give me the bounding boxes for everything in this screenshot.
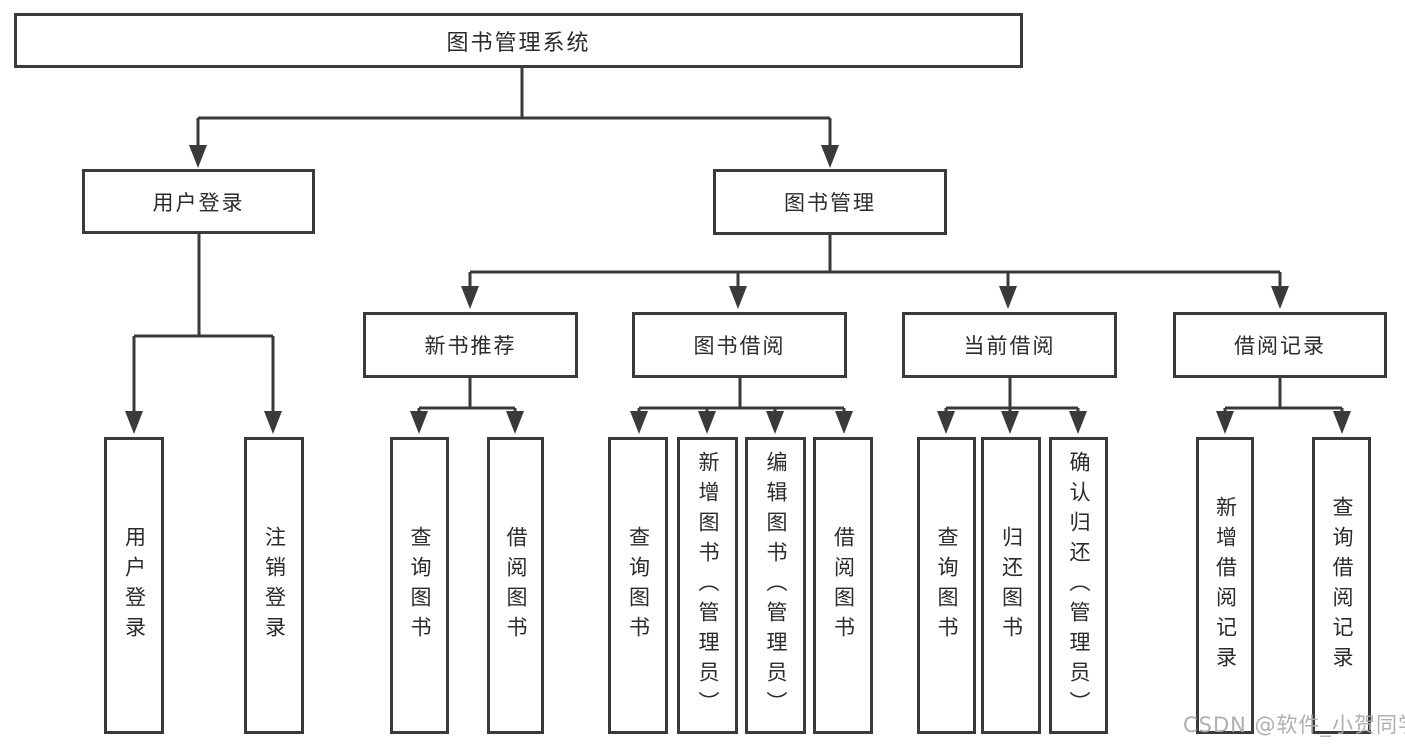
leaf-borrow-books: 借阅图书 [813,437,873,734]
arrow-down-icon [264,411,282,434]
arrow-down-icon [1001,411,1019,434]
leaf-label: 新增借阅记录 [1213,495,1238,676]
arrowhead-icons [125,145,1351,434]
leaf-label: 归还图书 [999,525,1024,646]
leaf-label: 查询图书 [935,525,959,646]
leaf-query-books-current: 查询图书 [917,437,976,734]
leaf-label: 借阅图书 [831,525,856,646]
arrow-down-icon [461,286,479,309]
node-new-book-recommendation: 新书推荐 [363,312,578,378]
leaf-query-books-recommend: 查询图书 [390,437,449,734]
arrow-down-icon [937,411,955,434]
node-book-borrowing: 图书借阅 [632,312,847,378]
leaf-label: 用户登录 [122,525,147,646]
arrow-down-icon [698,411,716,434]
arrow-down-icon [1271,286,1289,309]
arrow-down-icon [410,411,428,434]
leaf-label: 借阅图书 [504,525,528,646]
node-library-management-system: 图书管理系统 [14,13,1023,68]
leaf-add-book-admin: 新增图书（管理员） [677,437,738,734]
leaf-label: 查询图书 [626,525,651,646]
leaf-borrow-books-recommend: 借阅图书 [487,437,544,734]
node-borrowing-records: 借阅记录 [1173,312,1387,378]
node-book-management-branch: 图书管理 [713,169,947,235]
leaf-return-book: 归还图书 [981,437,1041,734]
leaf-label: 新增图书（管理员） [696,450,720,721]
arrow-down-icon [189,145,207,168]
leaf-logout: 注销登录 [244,437,304,734]
arrow-down-icon [506,411,524,434]
arrow-down-icon [729,286,747,309]
connector-lines-group [132,66,1344,414]
leaf-label: 确认归还（管理员） [1067,450,1091,721]
arrow-down-icon [1216,411,1234,434]
node-current-borrowing: 当前借阅 [902,312,1117,378]
node-user-login-branch: 用户登录 [82,169,315,234]
leaf-label: 查询图书 [408,525,432,646]
leaf-label: 查询借阅记录 [1330,495,1354,676]
leaf-query-borrow-record: 查询借阅记录 [1312,437,1371,734]
leaf-label: 注销登录 [262,525,287,646]
arrow-down-icon [821,145,839,168]
leaf-label: 编辑图书（管理员） [764,450,788,721]
leaf-edit-book-admin: 编辑图书（管理员） [745,437,806,734]
leaf-add-borrow-record: 新增借阅记录 [1196,437,1254,734]
arrow-down-icon [999,286,1017,309]
leaf-query-books-borrow: 查询图书 [608,437,668,734]
arrow-down-icon [125,411,143,434]
leaf-confirm-return-admin: 确认归还（管理员） [1049,437,1108,734]
arrow-down-icon [766,411,784,434]
csdn-watermark: CSDN @软件_小贺同学 [1183,713,1405,737]
arrow-down-icon [630,411,648,434]
leaf-user-login: 用户登录 [104,437,164,734]
arrow-down-icon [835,411,853,434]
arrow-down-icon [1069,411,1087,434]
arrow-down-icon [1333,411,1351,434]
